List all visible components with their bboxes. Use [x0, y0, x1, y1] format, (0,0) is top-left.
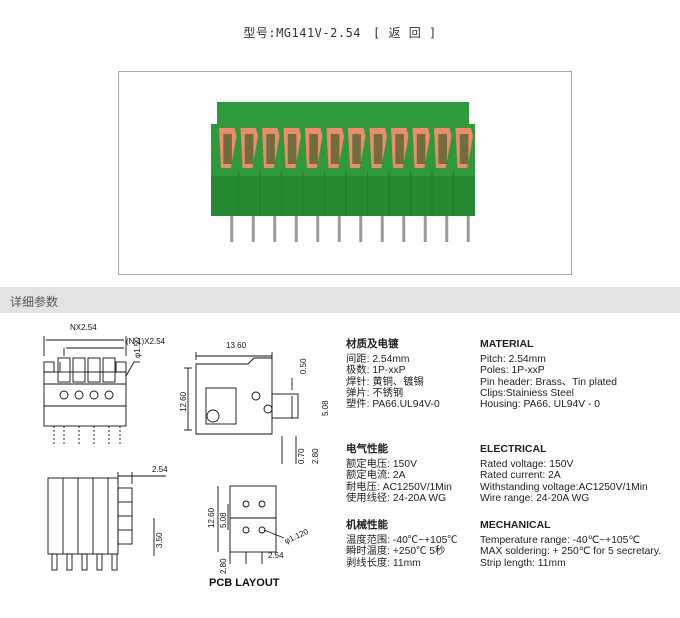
- side-view: [184, 352, 299, 464]
- pin-view: [47, 472, 166, 571]
- dim-508: 5.08: [321, 400, 330, 416]
- pcb-layout: [217, 485, 285, 564]
- lever-slot: [287, 134, 297, 164]
- lever-slot: [352, 134, 361, 164]
- spec-line: Pitch: 2.54mm: [480, 354, 546, 366]
- spec-line: Poles: 1P-xxP: [480, 365, 545, 377]
- lever-slot: [266, 134, 275, 164]
- front-view: [43, 336, 140, 444]
- terminal-pin: [251, 212, 255, 242]
- spec-line: 额定电流: 2A: [346, 470, 406, 482]
- product-photo-frame: [118, 71, 572, 275]
- pcb-dim-254: 2.54: [268, 551, 284, 560]
- terminal-pin: [230, 212, 234, 242]
- specs-en-electrical: ELECTRICAL Rated voltage: 150V Rated cur…: [480, 443, 648, 504]
- spec-line: 弹片: 不锈钢: [346, 387, 404, 399]
- dim-050: 0.50: [299, 358, 308, 374]
- specs-cn-mechanical-title: 机械性能: [346, 519, 388, 531]
- spec-line: Housing: PA66. UL94V - 0: [480, 399, 601, 411]
- pcb-layout-label: PCB LAYOUT: [209, 577, 280, 589]
- terminal-pin: [380, 212, 384, 242]
- back-link[interactable]: [ 返 回 ]: [373, 26, 437, 40]
- pcb-dim-phi: φ1.120: [283, 527, 310, 546]
- lever-slot: [416, 134, 426, 164]
- spec-line: 焊针: 黄铜、镀锡: [346, 376, 424, 388]
- dim-254-top: 2.54: [152, 465, 168, 474]
- spec-line: Rated voltage: 150V: [480, 459, 574, 471]
- terminal-pin: [466, 212, 470, 242]
- terminal-pin: [294, 212, 298, 242]
- dim-n1x: (N-1)X2.54: [126, 337, 166, 346]
- spec-line: 瞬时温度: +250℃ 5秒: [346, 546, 446, 558]
- spec-line: Strip length: 11mm: [480, 557, 566, 569]
- specs-cn-mechanical: 机械性能 温度范围: -40℃~+105℃ 瞬时温度: +250℃ 5秒 剥线长…: [346, 519, 458, 569]
- spec-line: Temperature range: -40℃~+105℃: [480, 535, 640, 547]
- pcb-dim-280: 2.80: [219, 558, 228, 574]
- spec-line: 使用线径: 24-20A WG: [346, 492, 447, 504]
- terminal-pin: [359, 212, 363, 242]
- terminal-lower-shade: [211, 176, 475, 216]
- specs-en-material: MATERIAL Pitch: 2.54mm Poles: 1P-xxP Pin…: [480, 338, 617, 411]
- lever-slot: [244, 134, 254, 164]
- model-prefix: 型号:: [243, 26, 277, 40]
- terminal-pin: [316, 212, 320, 242]
- section-header: 详细参数: [0, 287, 680, 313]
- terminal-pin: [402, 212, 406, 242]
- lever-slot: [309, 134, 318, 164]
- lever-slot: [395, 134, 404, 164]
- spec-line: 间距: 2.54mm: [346, 354, 410, 366]
- spec-line: MAX soldering: + 250℃ for 5 secretary.: [480, 546, 662, 558]
- model-number: MG141V-2.54: [276, 26, 362, 40]
- spec-line: Clips:Stainiess Steel: [480, 387, 574, 399]
- specs-cn-material: 材质及电镀 间距: 2.54mm 极数: 1P-xxP 焊针: 黄铜、镀锡 弹片…: [346, 338, 440, 411]
- terminal-pin: [273, 212, 277, 242]
- spec-line: Wire range: 24-20A WG: [480, 492, 590, 504]
- dim-350: 3.50: [155, 532, 164, 548]
- spec-line: Rated current: 2A: [480, 470, 561, 482]
- dim-1360: 13.60: [226, 341, 247, 350]
- dim-phi150: φ1.50: [133, 337, 142, 358]
- spec-line: Pin header: Brass、Tin plated: [480, 376, 617, 388]
- lever-slot: [459, 134, 469, 164]
- dim-070: 0.70: [297, 448, 306, 464]
- pcb-dim-1260: 12.60: [207, 507, 216, 528]
- technical-drawing: NX2.54 (N-1)X2.54 φ1.50 13.60 0.50 12.60…: [43, 323, 330, 589]
- page-title: 型号:MG141V-2.54 [ 返 回 ]: [0, 24, 680, 41]
- dim-nx: NX2.54: [70, 323, 97, 332]
- dim-280: 2.80: [311, 448, 320, 464]
- spec-line: 塑件: PA66.UL94V-0: [346, 399, 440, 411]
- lever-slot: [373, 134, 383, 164]
- terminal-pin: [445, 212, 449, 242]
- lever-slot: [438, 134, 447, 164]
- dim-1260: 12.60: [179, 391, 188, 412]
- terminal-block-photo: [211, 102, 475, 242]
- specs-en-electrical-title: ELECTRICAL: [480, 443, 547, 455]
- specs-en-mechanical-title: MECHANICAL: [480, 519, 551, 531]
- pcb-dim-508: 5.08: [219, 512, 228, 528]
- specs-cn-electrical: 电气性能 额定电压: 150V 额定电流: 2A 耐电压: AC1250V/1M…: [346, 443, 452, 504]
- spec-line: 温度范围: -40℃~+105℃: [346, 535, 458, 547]
- specs-en-material-title: MATERIAL: [480, 338, 534, 350]
- spec-line: 极数: 1P-xxP: [346, 365, 406, 377]
- lever-slot: [223, 134, 232, 164]
- lever-slot: [330, 134, 340, 164]
- spec-line: Withstanding voltage:AC1250V/1Min: [480, 481, 648, 493]
- specs-en-mechanical: MECHANICAL Temperature range: -40℃~+105℃…: [480, 519, 662, 569]
- specs-cn-material-title: 材质及电镀: [346, 338, 399, 350]
- section-title: 详细参数: [10, 295, 59, 309]
- spec-line: 额定电压: 150V: [346, 459, 417, 471]
- terminal-pin: [423, 212, 427, 242]
- specs-cn-electrical-title: 电气性能: [346, 443, 388, 455]
- spec-line: 耐电压: AC1250V/1Min: [346, 481, 452, 493]
- terminal-pin: [337, 212, 341, 242]
- spec-line: 剥线长度: 11mm: [346, 557, 421, 569]
